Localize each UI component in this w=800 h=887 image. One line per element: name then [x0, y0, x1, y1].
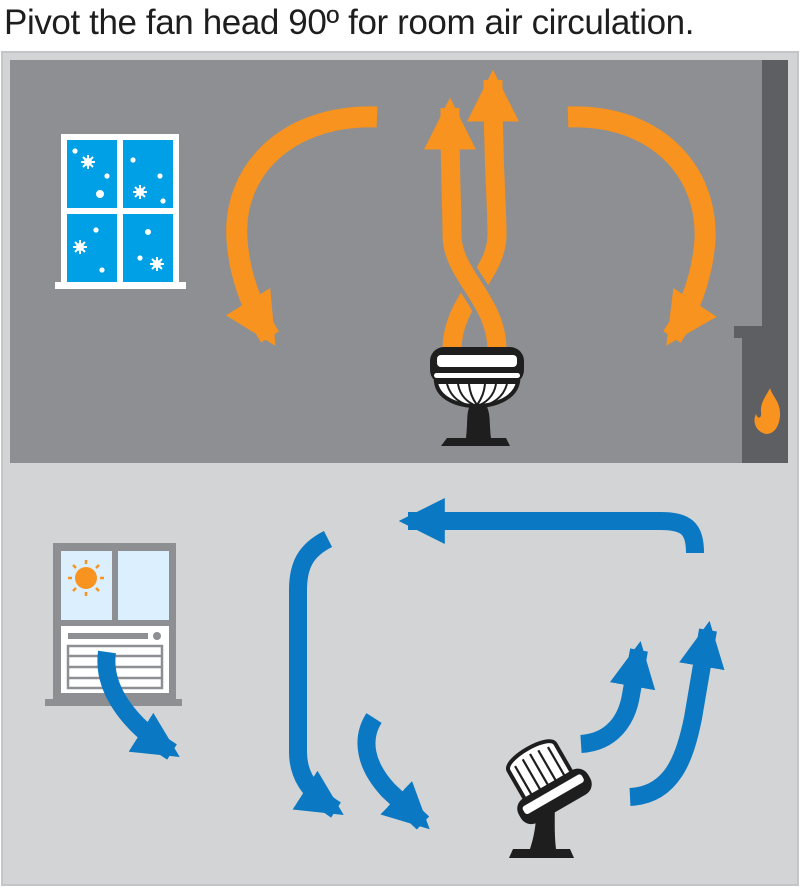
winter-window — [55, 134, 186, 289]
winter-panel — [10, 60, 788, 463]
snowflake-icon — [72, 148, 166, 273]
warm-air-arrow-right — [567, 106, 717, 346]
fan-updraft-arrows — [424, 69, 520, 351]
fan-output-arrow-inner — [579, 640, 656, 753]
fireplace — [734, 60, 788, 463]
fan-output-arrow-outer — [629, 620, 725, 806]
return-air-arrow-inner — [357, 713, 430, 830]
summer-panel — [45, 498, 725, 858]
flame-icon — [754, 388, 781, 434]
return-air-arrow-left — [289, 530, 344, 818]
return-air-arrow-top — [398, 498, 704, 554]
window-sill — [55, 282, 186, 289]
fan-icon — [506, 739, 592, 858]
warm-air-arrow-left — [225, 106, 378, 346]
fan-icon — [430, 347, 524, 446]
ac-cool-air-arrow — [97, 650, 180, 760]
page-title: Pivot the fan head 90º for room air circ… — [4, 3, 695, 42]
sun-icon — [68, 560, 104, 596]
